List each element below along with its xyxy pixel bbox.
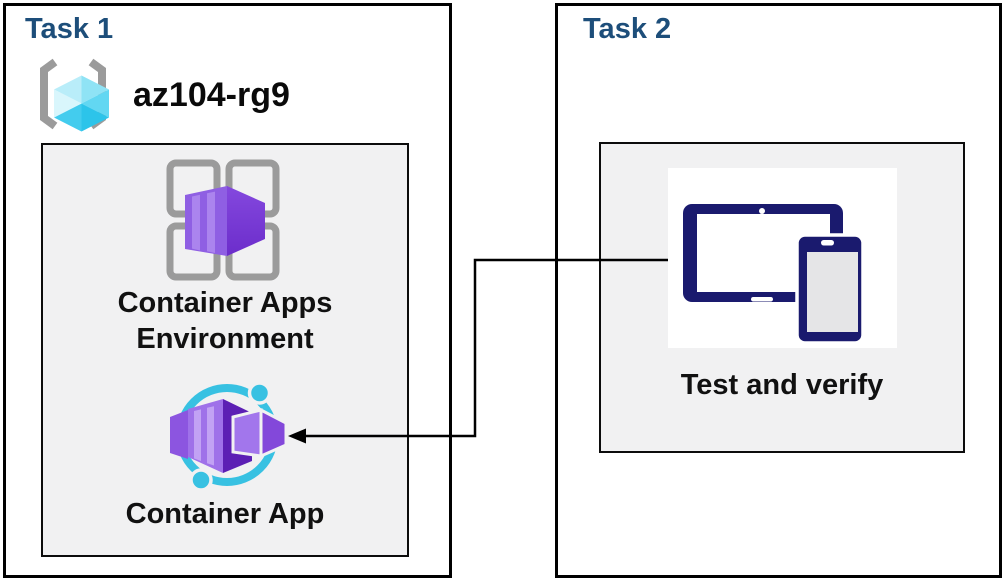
test-and-verify-label: Test and verify [680,369,884,401]
container-app-icon [170,381,288,492]
resource-group-icon [40,58,109,132]
environment-label-line1: Container Apps [117,287,333,319]
container-app-label: Container App [125,498,325,530]
resource-group-name: az104-rg9 [133,76,290,114]
test-and-verify-box: Test and verify [599,142,965,453]
container-apps-environment-label: Container Apps Environment [43,285,407,357]
container-apps-environment-box: Container Apps Environment [41,143,409,557]
task1-title: Task 1 [25,13,114,45]
task2-title: Task 2 [583,13,672,45]
devices-icon [683,204,865,345]
environment-label-line2: Environment [136,323,314,355]
container-apps-environment-icon [166,159,280,281]
task1-box: Task 1 az104-rg9 [3,3,452,578]
task2-box: Task 2 Test and verify [555,3,1002,578]
devices-panel [668,168,897,348]
